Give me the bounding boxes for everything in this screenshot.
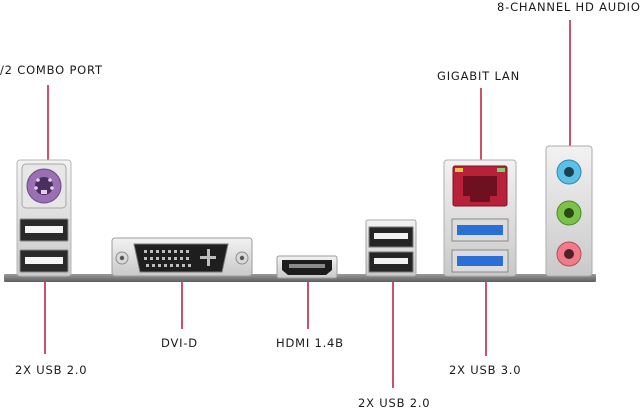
label-ps2-combo-port: /2 COMBO PORT: [0, 63, 103, 77]
hdmi-connector: [276, 255, 338, 279]
label-gigabit-lan: GIGABIT LAN: [437, 69, 520, 83]
callout-line-lan: [480, 88, 482, 164]
callout-line-dvi: [181, 275, 183, 329]
label-hdmi: HDMI 1.4B: [276, 336, 344, 350]
usb2-mid-stack: [365, 219, 417, 277]
callout-line-audio: [569, 20, 571, 150]
label-usb2-left: 2X USB 2.0: [15, 363, 88, 377]
ps2-usb-stack: [16, 159, 72, 277]
label-usb2-mid: 2X USB 2.0: [358, 396, 431, 410]
label-dvi-d: DVI-D: [161, 336, 198, 350]
callout-line-usb2-left: [44, 272, 46, 354]
label-8-channel-hd-audio: 8-CHANNEL HD AUDIO: [497, 0, 640, 14]
callout-line-usb3: [485, 276, 487, 356]
callout-line-usb2-mid: [392, 276, 394, 388]
label-usb3: 2X USB 3.0: [449, 363, 522, 377]
callout-line-ps2: [47, 85, 49, 185]
audio-jack-panel: [545, 145, 593, 277]
lan-usb3-stack: [443, 159, 517, 277]
dvi-d-connector: [111, 237, 253, 277]
callout-line-hdmi: [307, 276, 309, 329]
